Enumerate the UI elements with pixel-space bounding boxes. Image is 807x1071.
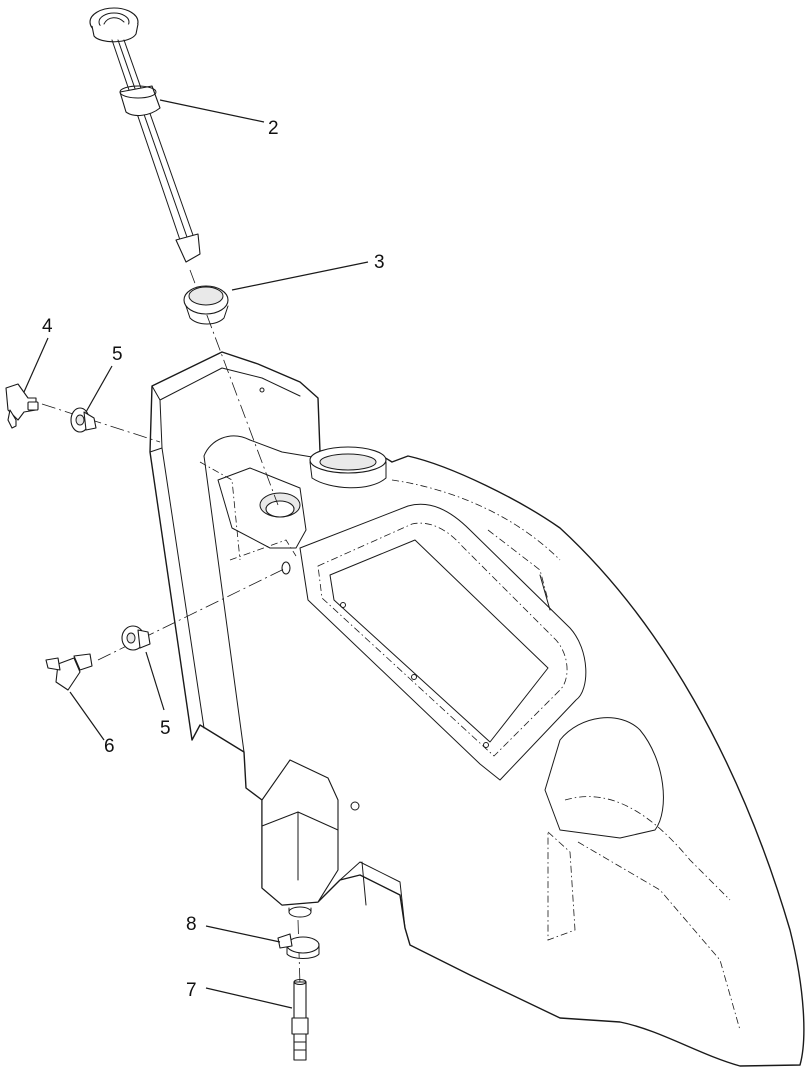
callout-7: 7 <box>186 980 197 1001</box>
hose-fitting <box>291 979 309 1061</box>
callout-6: 6 <box>104 736 115 757</box>
callout-2: 2 <box>268 118 279 139</box>
grommet <box>183 285 229 325</box>
callout-4: 4 <box>42 316 53 337</box>
bushing-bottom <box>121 625 151 651</box>
callout-5-top: 5 <box>112 344 123 365</box>
hose-clamp <box>277 933 320 959</box>
bushing-top <box>70 407 97 433</box>
sender-sleeve <box>119 85 161 117</box>
outlet-port <box>281 561 291 575</box>
callout-labels: 2 3 4 5 5 6 7 8 <box>42 118 385 1001</box>
elbow-fitting-top <box>5 383 39 429</box>
callout-5-bottom: 5 <box>160 718 171 739</box>
leader-lines <box>23 99 369 1009</box>
tank-sump <box>261 759 339 918</box>
elbow-fitting-bottom <box>45 653 93 691</box>
callout-8: 8 <box>186 914 197 935</box>
filler-neck <box>309 446 387 489</box>
fuel-gauge-sender <box>89 7 201 263</box>
callout-3: 3 <box>374 252 385 273</box>
fuel-tank <box>149 351 805 1067</box>
